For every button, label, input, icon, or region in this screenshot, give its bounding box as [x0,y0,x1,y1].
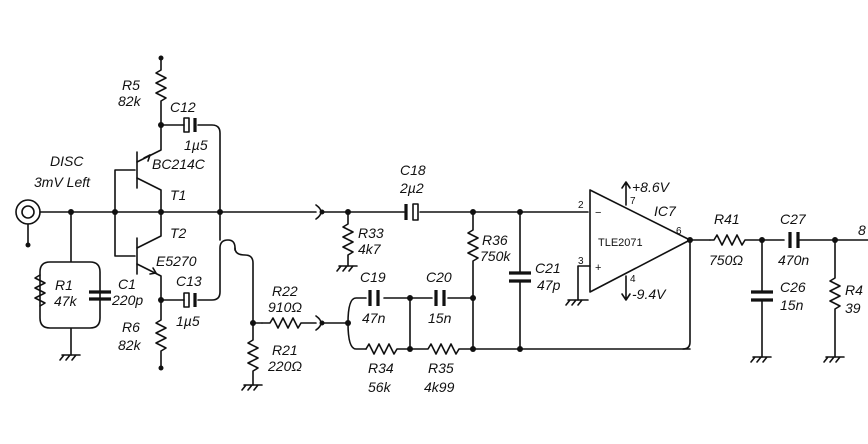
pin-inv-number: 2 [578,200,584,211]
input-jack [15,199,41,248]
t2-transistor-icon [136,211,162,301]
r36-resistor [467,211,479,350]
edge-label-top-right: 8 [858,222,866,238]
opamp-inv-sign: − [595,207,601,219]
r21-resistor [247,322,259,386]
c27-value: 470n [778,252,809,268]
input-label: DISC [50,153,84,169]
t1-part: BC214C [152,156,206,172]
base-wire [114,169,136,257]
r33-value: 4k7 [358,241,382,257]
c1-name: C1 [118,276,136,292]
t2-part: E5270 [156,253,197,269]
opamp-icon [589,189,691,293]
c19-value: 47n [362,310,386,326]
supply-negative-arrow-icon [621,275,631,301]
c27-name: C27 [780,211,807,227]
ground-icon [750,356,772,363]
r5-value: 82k [118,93,142,109]
c21-name: C21 [535,260,561,276]
r5-name: R5 [122,77,140,93]
r1-resistor [34,274,46,307]
r5-resistor [155,55,167,126]
pin-vneg-number: 4 [630,274,636,285]
c12-value: 1µ5 [184,137,208,153]
r36-name: R36 [482,232,508,248]
supply-negative: -9.4V [632,286,667,302]
r41-name: R41 [714,211,740,227]
r33-name: R33 [358,225,384,241]
supply-positive-arrow-icon [621,181,631,206]
c27-capacitor [788,232,800,248]
r4x-value: 39 [845,300,861,316]
c1-value: 220p [111,292,143,308]
r6-resistor [155,299,167,371]
r1-c1-network [39,211,101,356]
r4x-resistor [829,239,841,358]
r34-name: R34 [368,360,394,376]
r34-value: 56k [368,379,392,395]
ground-icon [241,384,263,391]
ground-icon [823,356,845,363]
c18-capacitor [404,203,419,221]
r1-name: R1 [55,277,73,293]
r21-value: 220Ω [267,358,302,374]
c1-capacitor [89,290,111,301]
ground-icon [59,354,81,361]
pin-noninv-number: 3 [578,256,584,267]
c26-name: C26 [780,279,806,295]
opamp-noninv-sign: + [595,262,601,274]
c12-capacitor [183,117,197,133]
c13-name: C13 [176,273,202,289]
input-sublabel: 3mV Left [34,174,91,190]
c19-capacitor [368,290,380,306]
t1-transistor-icon [136,124,162,213]
r33-resistor [342,211,354,267]
r22-name: R22 [272,283,298,299]
r22-value: 910Ω [268,299,302,315]
r41-resistor [709,234,785,246]
r1-value: 47k [54,293,78,309]
pin-out-number: 6 [676,226,682,237]
c19-name: C19 [360,269,386,285]
c20-name: C20 [426,269,452,285]
r35-value: 4k99 [424,379,455,395]
opamp-name: IC7 [654,203,677,219]
pin-vpos-number: 7 [630,196,636,207]
ground-icon [565,299,589,306]
c26-value: 15n [780,297,804,313]
r35-name: R35 [428,360,454,376]
ground-icon [336,265,358,272]
c18-value: 2µ2 [399,180,424,196]
t1-name: T1 [170,187,186,203]
r34-resistor [365,343,411,355]
t2-name: T2 [170,225,187,241]
c13-capacitor [183,292,197,308]
r22-resistor [261,317,317,329]
supply-positive: +8.6V [632,179,671,195]
c20-value: 15n [428,310,452,326]
r41-value: 750Ω [709,252,743,268]
c18-name: C18 [400,162,426,178]
r35-resistor [409,343,691,355]
r6-value: 82k [118,337,142,353]
c26-capacitor [751,290,773,302]
r4x-name: R4 [845,282,863,298]
c20-capacitor [434,290,446,306]
c12-name: C12 [170,99,196,115]
c13-value: 1µ5 [176,313,200,329]
r21-name: R21 [272,342,298,358]
opamp-part: TLE2071 [598,237,643,249]
c21-value: 47p [537,277,561,293]
c21-capacitor [509,271,531,283]
r6-name: R6 [122,319,140,335]
r21-r22-network [234,247,263,324]
r36-value: 750k [480,248,511,264]
